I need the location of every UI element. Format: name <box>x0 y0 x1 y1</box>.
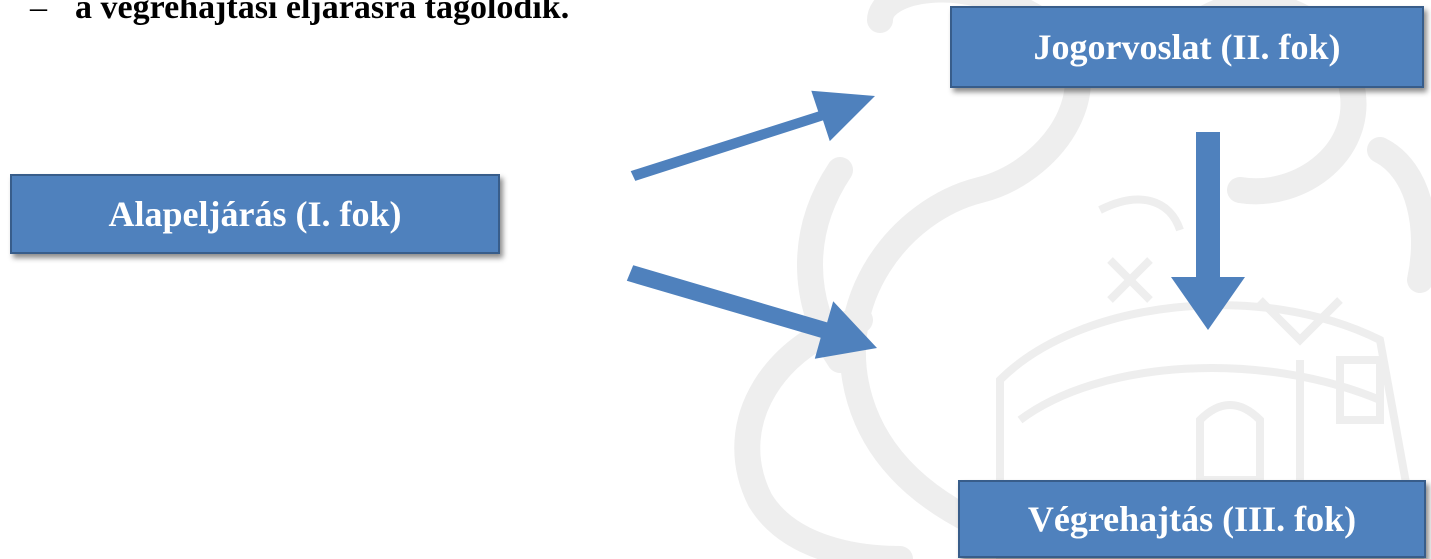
arrow-alap-to-jog <box>630 90 875 181</box>
arrow-alap-to-vegre <box>626 265 877 359</box>
bullet-dash: – <box>30 0 47 26</box>
arrow-jog-to-vegre <box>1171 132 1245 330</box>
heading-text: a végrehajtási eljárásra tagolódik. <box>75 0 570 26</box>
box-jogorvoslat: Jogorvoslat (II. fok) <box>950 6 1424 88</box>
bullet-heading: – a végrehajtási eljárásra tagolódik. <box>30 0 569 28</box>
box-alapeljaras: Alapeljárás (I. fok) <box>10 174 500 254</box>
box-vegrehajtas: Végrehajtás (III. fok) <box>958 480 1426 558</box>
